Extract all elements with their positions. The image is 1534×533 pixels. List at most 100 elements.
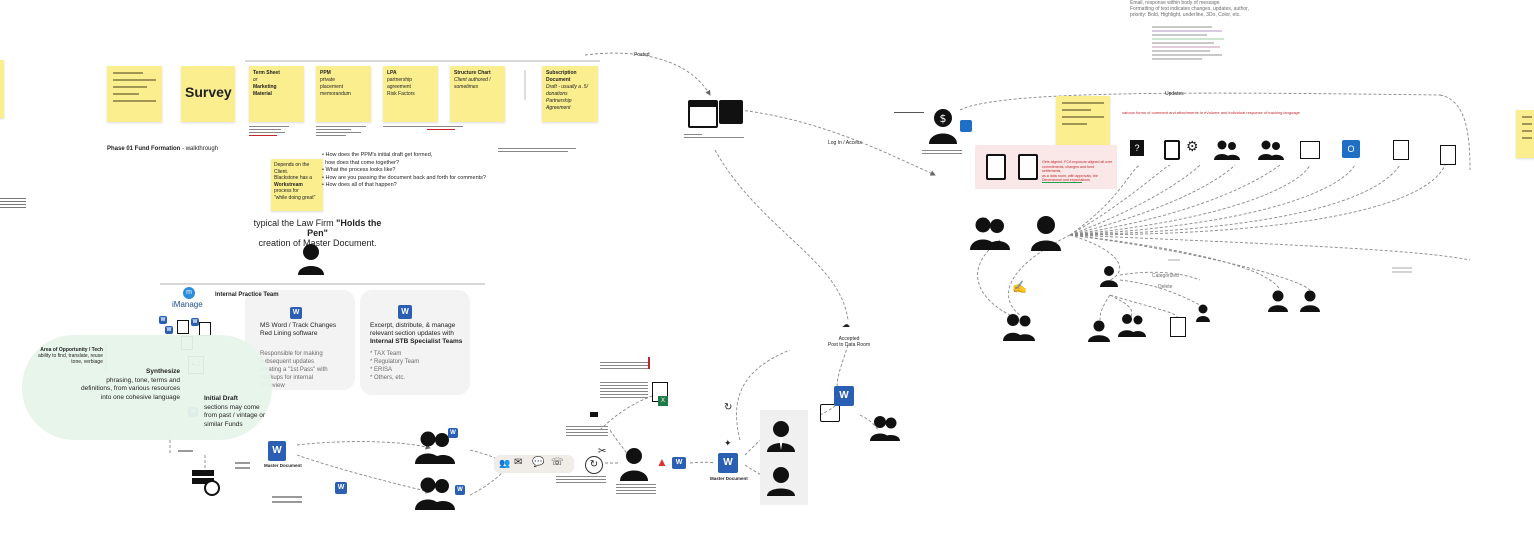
doc-sticky-structure-chart: Structure Chart Client authored / someti… [450,66,505,122]
excerpt-panel [360,290,470,395]
email-thumbnail [1152,24,1227,76]
doc-line: Document [546,77,571,83]
email-note-line-1: Email, response within body of message [1130,0,1220,6]
doc-line: partnership [387,77,413,83]
red-panel-text: Gets aligned, FCA exposure aligned all o… [1042,160,1114,183]
synthesize-block: Synthesize phrasing, tone, terms and def… [60,368,180,402]
doc-line: private [320,77,336,83]
sticky-line: Client. [274,168,289,175]
doc-sticky-term-sheet: Term Sheet or Marketing Material [249,66,304,122]
depends-sticky: Depends on the Client. Blackstone has a … [271,159,323,211]
sticky-line: process for [274,188,299,194]
synth-line: phrasing, tone, terms and [106,376,180,384]
intro-sticky [107,66,162,122]
note-block [922,148,962,156]
phone-icon: ☏ [551,457,564,468]
note-block [566,424,608,438]
team-item: * TAX Team [370,351,402,357]
red-panel-line: as a data room, with approvals, the [1042,173,1098,178]
doc-sticky-lpa: LPA partnership agreement Risk Factors [383,66,438,122]
synth-line: definitions, from various resources [81,385,180,392]
investor-small-icon [1196,304,1210,322]
question-icon: ? [1130,140,1144,156]
posted-label: Posted [634,52,650,58]
accepted-label: Accepted Post to Data Room [820,336,878,348]
phase-title: Phase 01 Fund Formation - walkthrough [107,146,218,152]
note-block [684,132,744,140]
survey-label: Survey [185,84,232,100]
desc-line: SI review [260,383,285,389]
survey-sticky: Survey [181,66,235,122]
practice-team-header: Internal Practice Team [215,292,279,298]
checklist-icon [1440,145,1456,165]
excel-icon: X [658,396,668,406]
law-firm-text: typical the Law Firm [253,218,337,228]
chat-icon: 💬 [532,457,545,468]
note-block [600,360,648,371]
master-document-right-word-icon: W [718,453,738,473]
document-icon [1018,154,1038,180]
red-marker [648,357,650,369]
accepted-line: Accepted [838,336,860,342]
doc-caption-3 [383,124,463,132]
refresh-icon: ↻ [724,402,733,413]
cloud-upload-icon: ☁ [842,320,850,329]
holds-the-pen: "Holds the Pen" [307,218,382,238]
note-block [556,474,606,485]
doc-line: memorandum [320,91,351,97]
note-block [616,482,656,496]
red-panel-line: Dimensional and expectations [1042,178,1090,183]
accepted-line: Post to Data Room [827,342,871,348]
doc-line: donations Partnership Agreement [546,91,572,111]
server-lock-icon [192,470,220,496]
red-panel-line: commitments, changes and fund settlement… [1042,164,1094,174]
email-note-line-3: priority: Bold, Highlight, underline, 3D… [1130,12,1241,18]
imanage-label: iManage [172,300,203,309]
refresh-icon: ↻ [585,456,603,474]
sparkle-icon: ✦ [724,438,732,448]
svg-text:$: $ [940,112,947,125]
word-distribute-icon: W [398,305,412,319]
green-rule [1042,182,1082,183]
initial-draft-title: Initial Draft [204,395,238,402]
doc-caption-2 [316,124,366,138]
people-icon: 👥 [499,458,511,468]
doc-title: PPM [320,70,331,76]
question-item: • How are you passing the document back … [322,174,486,181]
doc-line: placement [320,84,344,90]
synth-line: into one cohesive language [100,393,180,401]
doc-line: Client authored / [454,77,491,83]
master-document-word-icon: W [268,441,286,461]
master-document-right-label: Master Document [710,476,748,481]
word-icon: W [335,482,347,494]
checklist-icon [1170,317,1186,337]
delete-label: Delete [1158,284,1173,290]
ms-word-title-2: Red Lining software [260,330,318,337]
imanage-logo-icon: m [183,287,195,299]
ms-word-title: MS Word / Track Changes Red Lining softw… [260,322,336,338]
opportunity-zone [22,335,272,440]
edge-text-left [0,196,26,210]
document-icon [1164,140,1180,160]
log-in-label: Log In / Access [828,140,862,146]
desc-line: subsequent updates [260,359,315,365]
doc-title: Term Sheet [253,70,280,76]
synthesize-title: Synthesize [146,368,180,375]
categorized-label: Categorized [1152,273,1179,279]
initial-draft-block: Initial Draft sections may come from pas… [204,395,265,429]
doc-title: Subscription [546,70,577,76]
red-note: various forms of comment and attachments… [1122,110,1300,115]
sticky-line: Depends on the [274,162,310,168]
doc-sticky-subscription: Subscription Document Draft - usually a … [542,66,598,122]
word-track-changes-icon: W [290,307,302,319]
edge-sticky-right [1516,110,1534,158]
ms-word-title-1: MS Word / Track Changes [260,322,337,329]
doc-caption-4 [498,146,576,154]
word-icon: W [455,485,465,495]
gear-icon: ⚙ [1186,138,1199,154]
opportunity-title: Area of Opportunity / Tech [40,347,103,353]
phase-title-text: Phase 01 Fund Formation [107,146,181,152]
opportunity-desc: tone, verbiage [71,359,103,365]
sticky-line: Workstream [274,181,303,188]
signature-icon: ✍ [1012,280,1027,294]
